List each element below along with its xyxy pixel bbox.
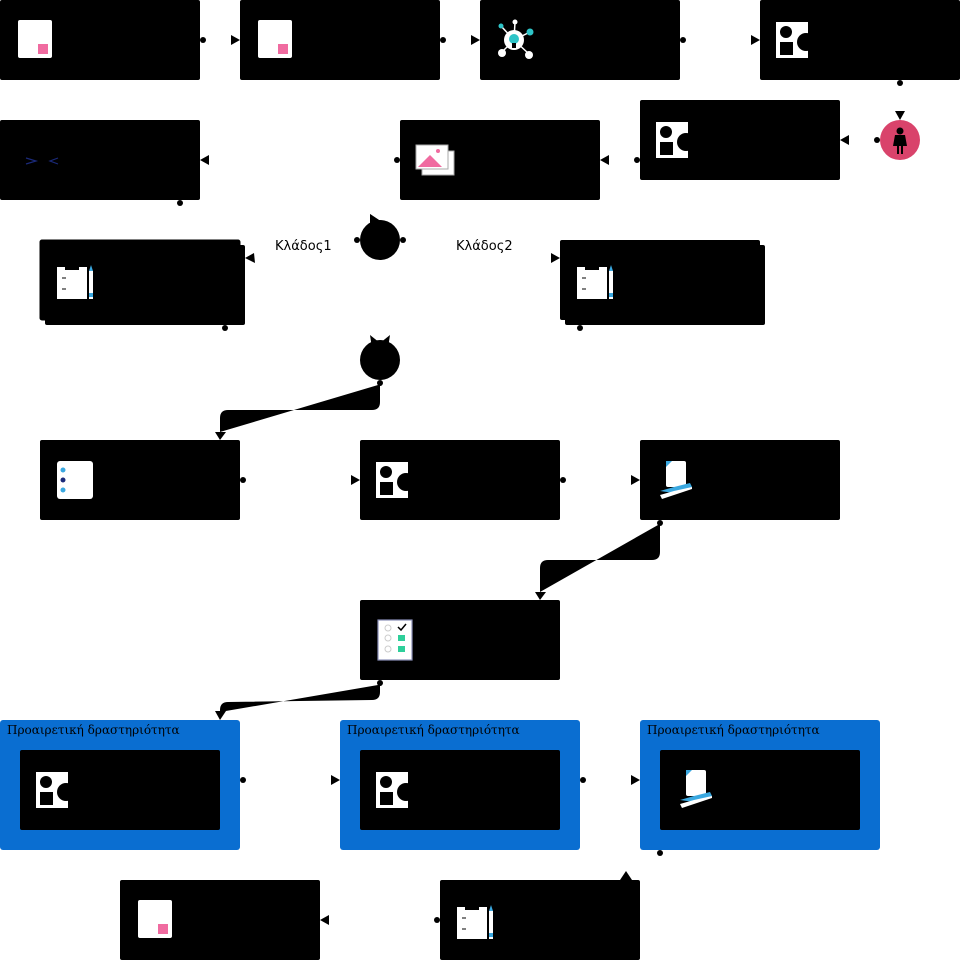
activity-a15[interactable] — [120, 880, 320, 960]
activity-a5[interactable] — [640, 100, 840, 180]
list-icon — [57, 461, 93, 499]
activity-a10[interactable] — [40, 440, 240, 520]
optional-group-title: Προαιρετική δραστηριότητα — [647, 723, 820, 737]
activity-a14[interactable] — [440, 880, 640, 960]
optional-group-title: Προαιρετική δραστηριότητα — [7, 723, 180, 737]
note-icon — [138, 900, 172, 938]
start-node[interactable] — [880, 120, 920, 160]
optional-group-title: Προαιρετική δραστηριότητα — [347, 723, 520, 737]
activity-a2[interactable] — [240, 0, 440, 80]
activity-a13[interactable] — [360, 600, 560, 680]
join-gateway[interactable] — [360, 340, 400, 380]
activity-a11[interactable] — [360, 440, 560, 520]
activity-a9[interactable] — [560, 240, 765, 325]
connectors — [177, 35, 905, 925]
activity-a1[interactable] — [0, 0, 200, 80]
activity-a3[interactable] — [480, 0, 680, 80]
note-icon — [18, 20, 52, 58]
activity-a7[interactable] — [0, 120, 200, 200]
optional-group-2[interactable]: Προαιρετική δραστηριότητα — [340, 720, 580, 850]
split-gateway[interactable] — [360, 214, 400, 260]
branch-label-left: Κλάδος1 — [275, 239, 332, 254]
optional-group-1[interactable]: Προαιρετική δραστηριότητα — [0, 720, 240, 850]
activity-a12[interactable] — [640, 440, 840, 520]
branch-label-right: Κλάδος2 — [456, 239, 513, 254]
image-icon — [415, 144, 455, 176]
activity-a6[interactable] — [400, 120, 600, 200]
activity-a4[interactable] — [760, 0, 960, 80]
activity-a8[interactable] — [39, 239, 245, 325]
optional-group-3[interactable]: Προαιρετική δραστηριότητα — [640, 720, 880, 850]
note-icon — [258, 20, 292, 58]
checklist-icon — [377, 619, 413, 661]
